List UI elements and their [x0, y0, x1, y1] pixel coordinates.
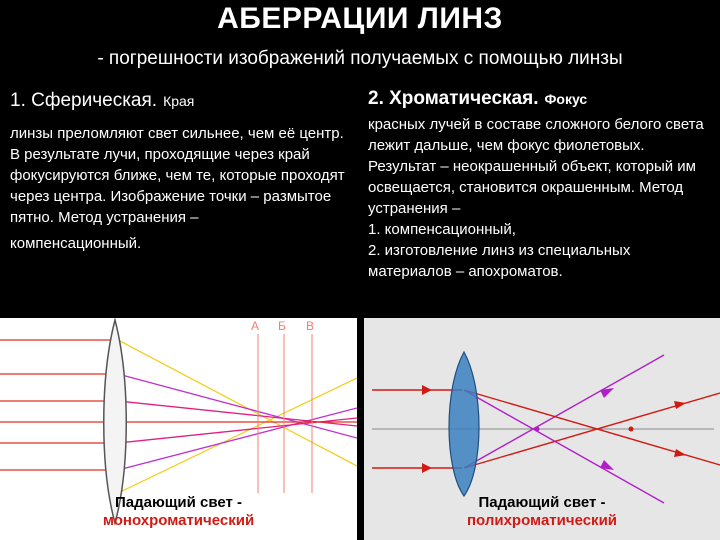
violet-ray-bottom [463, 354, 665, 469]
chromatic-method-2: 2. изготовление линз из специальных мате… [368, 242, 631, 280]
violet-focus-point [534, 426, 540, 432]
chromatic-caption: Падающий свет - полихроматический [364, 494, 720, 530]
chromatic-method-1: 1. компенсационный, [368, 221, 516, 238]
ray-out-mid-bottom [117, 407, 357, 471]
spherical-caption: Падающий свет - монохроматический [0, 494, 357, 530]
spherical-body: линзы преломляют свет сильнее, чем её це… [10, 125, 345, 226]
arrow-in-top [422, 385, 432, 395]
chromatic-diagram-svg [372, 350, 720, 504]
chromatic-aberration-text: 2. Хроматическая. Фокус красных лучей в с… [368, 88, 713, 282]
violet-ray-top [463, 389, 665, 504]
violet-arrow-bottom [600, 388, 614, 398]
convex-lens [103, 318, 127, 526]
violet-rays [463, 354, 665, 504]
spherical-heading-extra: Края [163, 93, 195, 109]
focus-markers [257, 334, 313, 493]
spherical-caption-line2: монохроматический [102, 512, 255, 529]
red-focus-point [628, 426, 634, 432]
incoming-rays-chromatic [372, 389, 462, 469]
ray-out-edge-top [117, 339, 357, 467]
chromatic-body: красных лучей в составе сложного белого … [368, 116, 704, 217]
ray-out-edge-bottom [117, 377, 357, 494]
violet-arrow-top [600, 460, 614, 470]
chromatic-diagram: Падающий свет - полихроматический [364, 318, 720, 540]
incoming-rays [0, 339, 112, 471]
focus-label-c: В [306, 319, 314, 333]
spherical-diagram: А Б В Падающий свет - монохроматический [0, 318, 357, 540]
spherical-aberration-text: 1. Сферическая. Края линзы преломляют све… [10, 90, 355, 254]
spherical-heading-line: 1. Сферическая. Края [10, 90, 355, 112]
chromatic-caption-line1: Падающий свет - [478, 494, 606, 511]
chromatic-caption-line2: полихроматический [466, 512, 618, 529]
chromatic-heading-extra: Фокус [544, 91, 588, 107]
arrow-in-bottom [422, 463, 432, 473]
focus-label-b: Б [278, 319, 286, 333]
convex-lens-blue [448, 350, 480, 498]
spherical-body-last: компенсационный. [10, 235, 142, 252]
refracted-rays [117, 339, 357, 494]
spherical-heading: 1. Сферическая. [10, 90, 158, 111]
spherical-caption-line1: Падающий свет - [114, 494, 243, 511]
spherical-diagram-svg: А Б В [0, 318, 357, 526]
page-subtitle: - погрешности изображений получаемых с п… [97, 48, 623, 69]
chromatic-heading-line: 2. Хроматическая. Фокус [368, 88, 713, 110]
red-arrow-bottom [674, 401, 686, 409]
chromatic-heading: 2. Хроматическая. [368, 88, 539, 109]
ray-out-mid-top [117, 373, 357, 439]
red-arrow-top [674, 449, 686, 457]
page-title: АБЕРРАЦИИ ЛИНЗ [217, 2, 503, 35]
focus-label-a: А [251, 319, 259, 333]
